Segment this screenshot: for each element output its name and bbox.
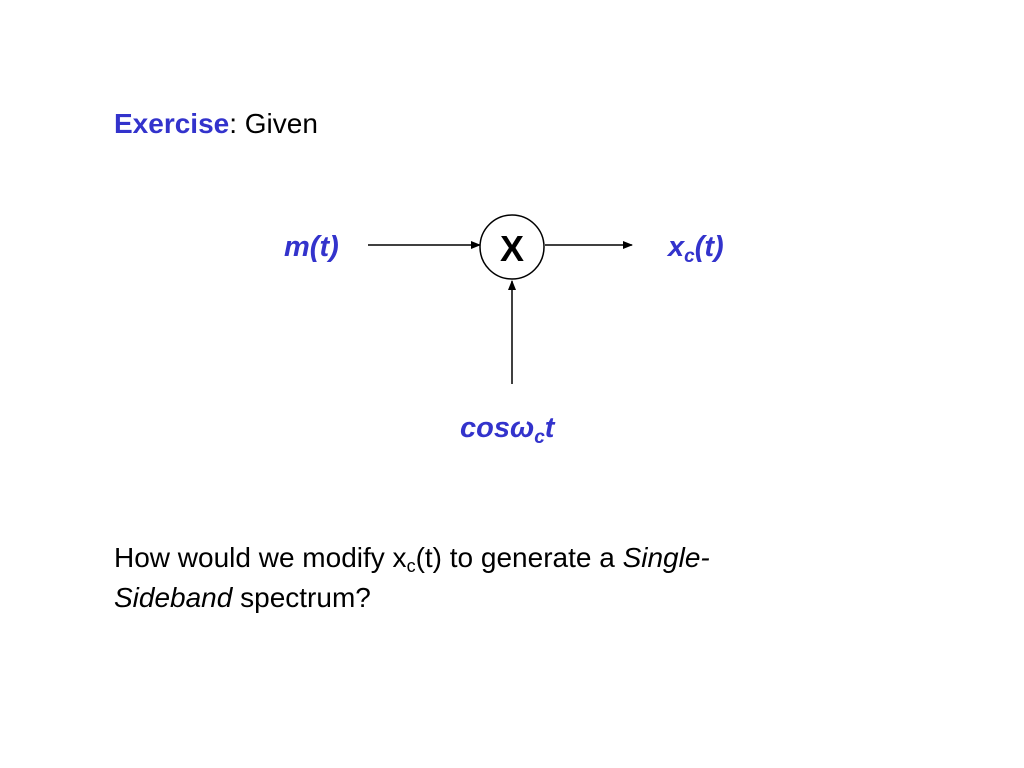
input-signal-text: m(t) xyxy=(284,231,339,263)
carrier-signal-tail: t xyxy=(544,412,555,444)
output-signal-label: xc(t) xyxy=(668,231,724,267)
question-subscript: c xyxy=(406,556,416,576)
output-signal-subscript: c xyxy=(684,246,695,267)
input-signal-label: m(t) xyxy=(284,231,339,264)
exercise-heading: Exercise: Given xyxy=(114,108,318,140)
mixer-circle xyxy=(479,214,545,280)
question-text: How would we modify xc(t) to generate a … xyxy=(114,538,874,618)
exercise-given-text: : Given xyxy=(229,108,318,139)
question-emphasis-sideband: Sideband xyxy=(114,582,233,613)
question-part2: (t) to generate a xyxy=(415,542,623,573)
question-part1: How would we modify x xyxy=(114,542,407,573)
carrier-signal-omega: ω xyxy=(509,412,535,444)
exercise-label: Exercise xyxy=(114,108,230,139)
question-part3: spectrum? xyxy=(232,582,371,613)
carrier-signal-subscript: c xyxy=(534,427,545,448)
output-signal-tail: (t) xyxy=(694,231,724,263)
mixer-symbol: X xyxy=(499,228,524,269)
carrier-signal-label: cosωct xyxy=(460,412,555,448)
carrier-signal-base: cos xyxy=(460,412,510,444)
question-emphasis-single: Single- xyxy=(622,542,710,573)
output-signal-base: x xyxy=(668,231,685,263)
